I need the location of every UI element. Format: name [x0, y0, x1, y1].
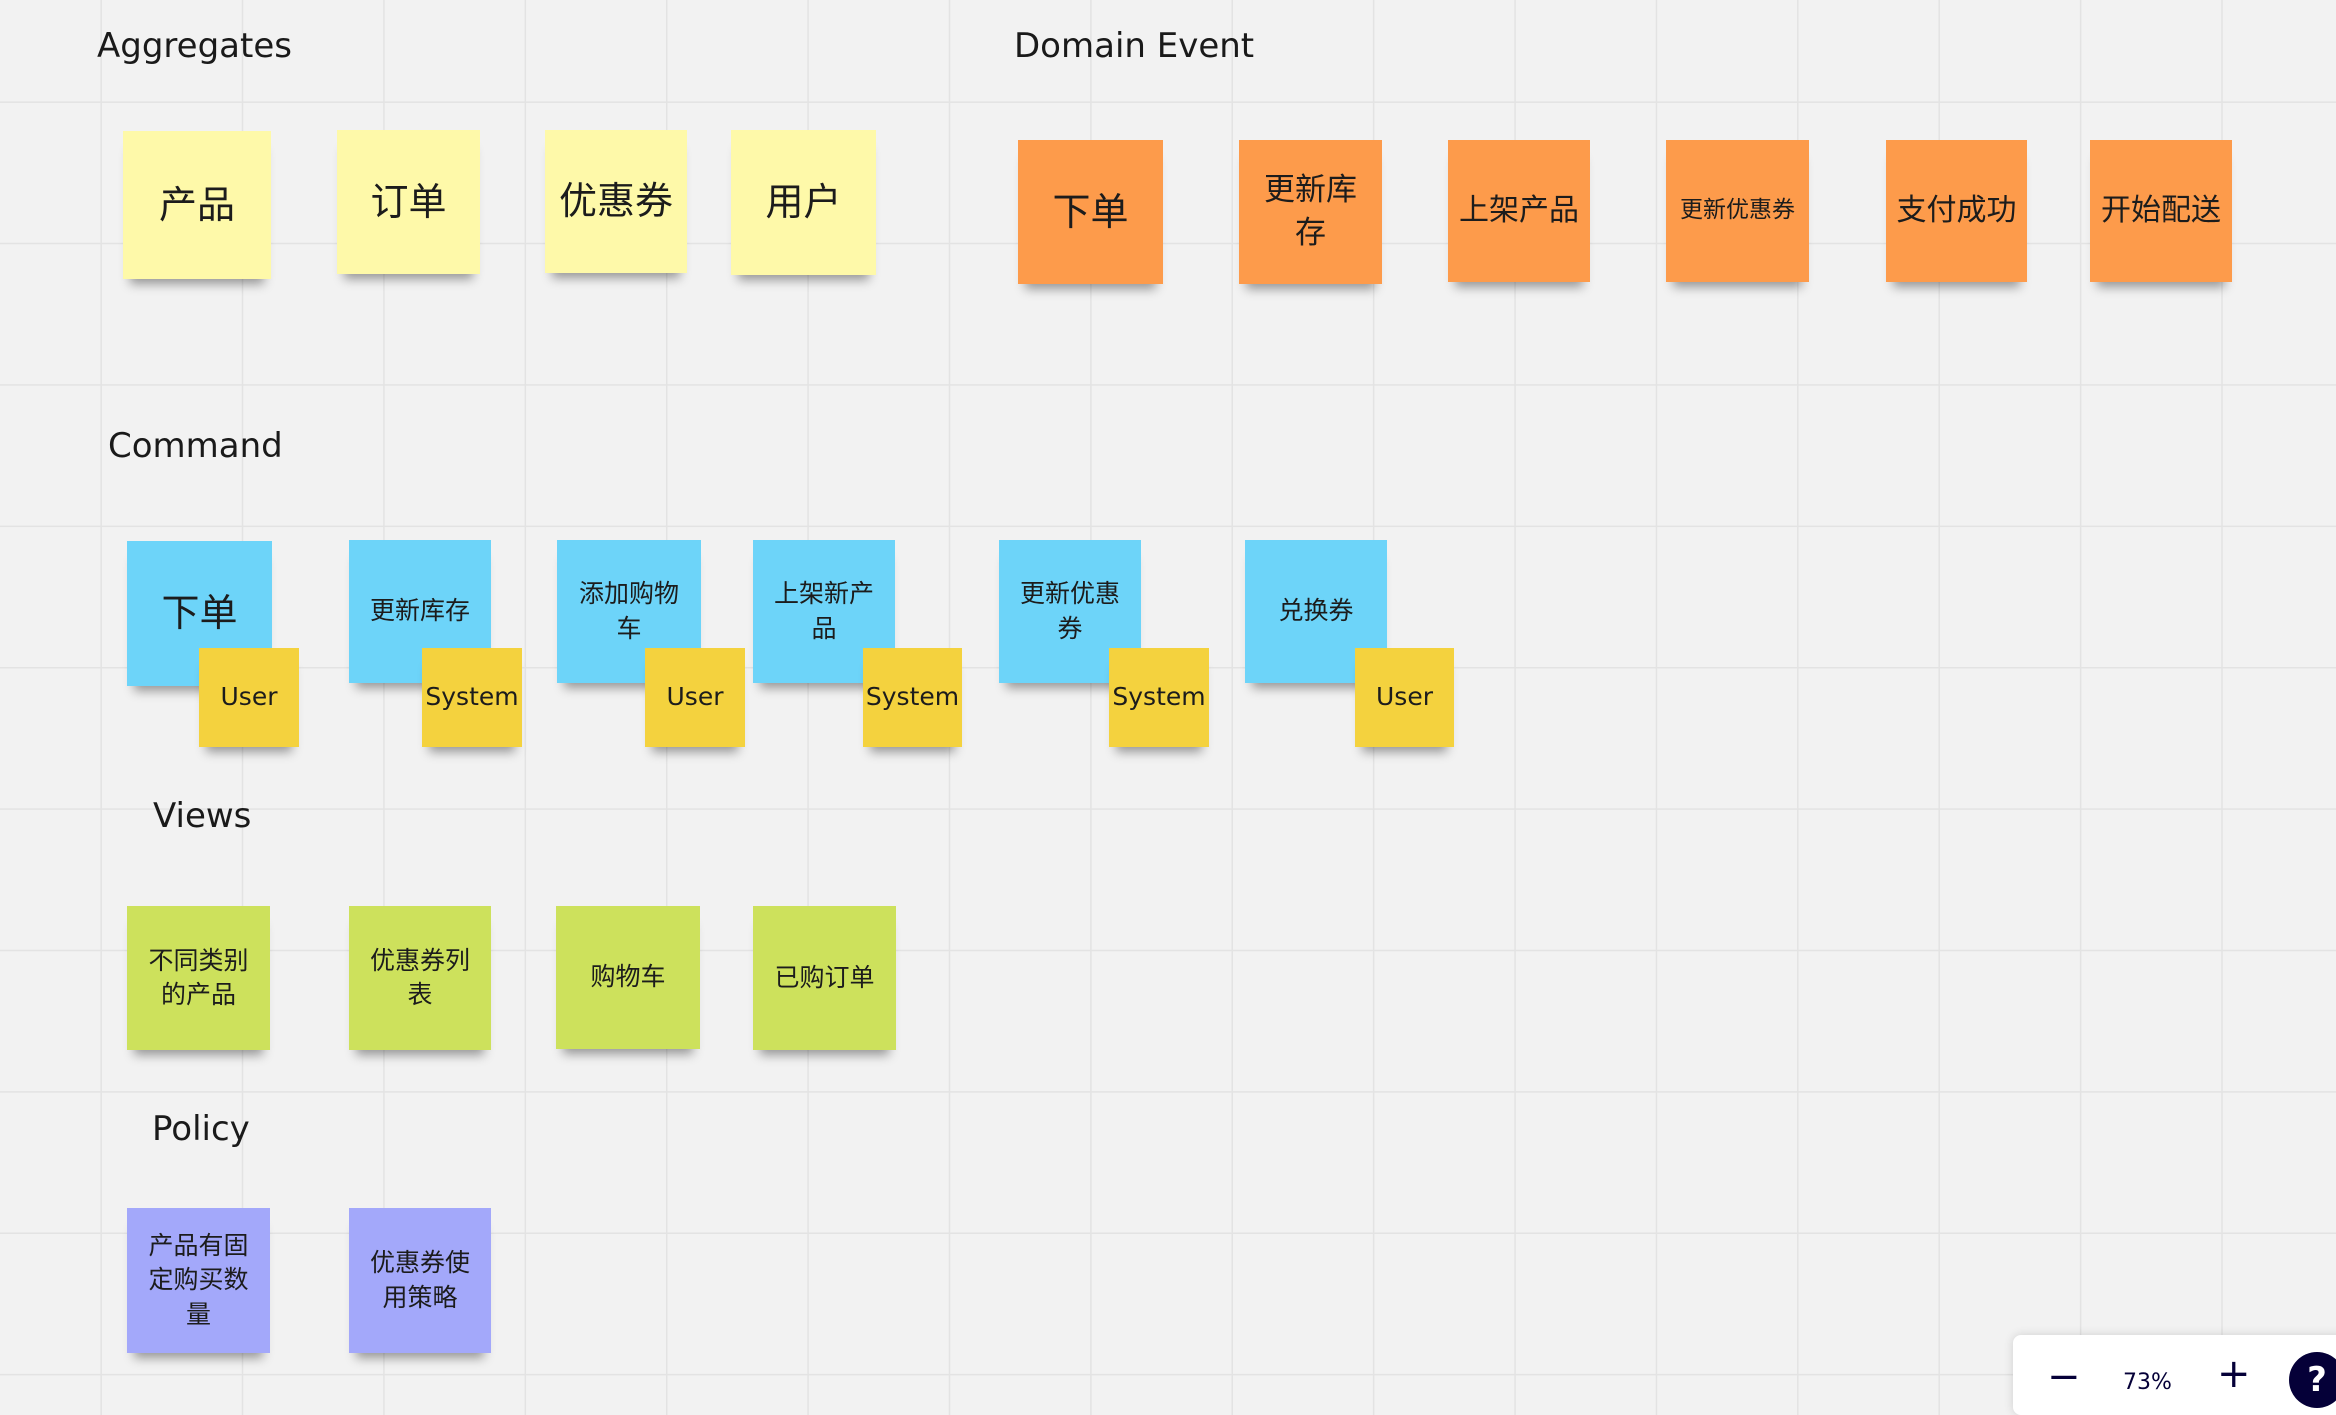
sticky-actor[interactable]: User: [645, 648, 745, 747]
sticky-actor[interactable]: System: [1109, 648, 1209, 747]
sticky-domain-event[interactable]: 开始配送: [2090, 140, 2232, 282]
sticky-view[interactable]: 购物车: [556, 906, 700, 1049]
sticky-aggregate[interactable]: 产品: [123, 131, 271, 279]
sticky-policy[interactable]: 产品有固定购买数量: [127, 1208, 270, 1353]
help-button[interactable]: ?: [2289, 1352, 2336, 1408]
heading-policy[interactable]: Policy: [152, 1109, 250, 1149]
sticky-domain-event[interactable]: 更新优惠券: [1666, 140, 1809, 282]
heading-views[interactable]: Views: [153, 796, 252, 836]
sticky-actor[interactable]: System: [422, 648, 522, 747]
sticky-actor[interactable]: System: [863, 648, 962, 747]
sticky-view[interactable]: 优惠券列表: [349, 906, 491, 1050]
sticky-domain-event[interactable]: 上架产品: [1448, 140, 1590, 282]
sticky-aggregate[interactable]: 优惠券: [545, 130, 687, 273]
zoom-out-button[interactable]: −: [2047, 1354, 2081, 1400]
sticky-view[interactable]: 已购订单: [753, 906, 896, 1050]
sticky-domain-event[interactable]: 更新库存: [1239, 140, 1382, 284]
sticky-domain-event[interactable]: 下单: [1018, 140, 1163, 284]
sticky-view[interactable]: 不同类别的产品: [127, 906, 270, 1050]
heading-domain-event[interactable]: Domain Event: [1014, 26, 1255, 66]
sticky-actor[interactable]: User: [199, 648, 299, 747]
sticky-actor[interactable]: User: [1355, 648, 1454, 747]
zoom-level[interactable]: 73%: [2123, 1370, 2172, 1395]
zoom-in-button[interactable]: +: [2217, 1351, 2251, 1397]
sticky-domain-event[interactable]: 支付成功: [1886, 140, 2027, 282]
heading-command[interactable]: Command: [108, 426, 283, 466]
sticky-aggregate[interactable]: 用户: [731, 130, 876, 275]
heading-aggregates[interactable]: Aggregates: [97, 26, 292, 66]
sticky-aggregate[interactable]: 订单: [337, 130, 480, 274]
sticky-policy[interactable]: 优惠券使用策略: [349, 1208, 491, 1353]
